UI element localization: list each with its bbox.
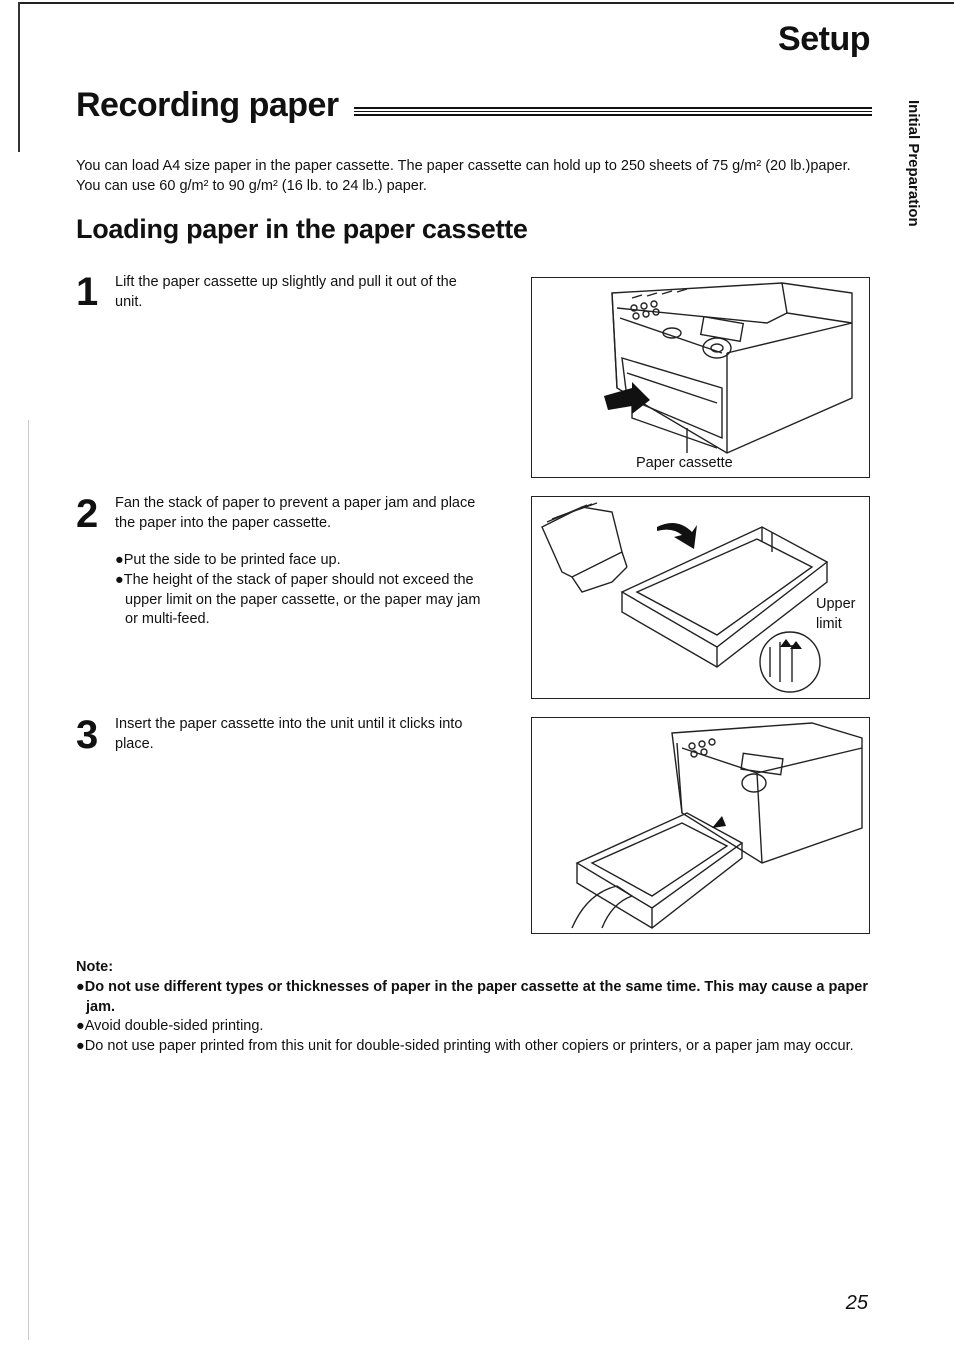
step-2-text: Fan the stack of paper to prevent a pape…	[115, 495, 476, 531]
page-number: 25	[845, 1292, 868, 1314]
fax-pull-cassette-illustration	[604, 282, 853, 454]
step-3-figure	[531, 717, 870, 934]
side-tab-label: Initial Preparation	[905, 100, 922, 227]
step-1-number: 1	[76, 270, 99, 314]
step-2-bullet-1: ●Put the side to be printed face up.	[115, 552, 341, 568]
insert-cassette-illustration	[571, 722, 863, 929]
note-item-1: ●Do not use different types or thickness…	[76, 979, 869, 1015]
note-item-3: ●Do not use paper printed from this unit…	[76, 1038, 854, 1054]
step-2-figure: Upper limit	[531, 496, 870, 699]
note-item-2: ●Avoid double-sided printing.	[76, 1018, 264, 1034]
top-border-rule	[18, 2, 954, 4]
step-1-text: Lift the paper cassette up slightly and …	[115, 274, 457, 310]
step-1-figure: Paper cassette	[531, 277, 870, 478]
note-label: Note:	[76, 959, 114, 975]
step-3-text: Insert the paper cassette into the unit …	[115, 716, 463, 752]
left-border-rule	[18, 2, 20, 152]
left-scan-line	[28, 420, 29, 1340]
header-title: Setup	[778, 20, 870, 58]
step-2-bullet-2: ●The height of the stack of paper should…	[115, 572, 481, 627]
intro-paragraph: You can load A4 size paper in the paper …	[76, 158, 851, 194]
step-3-number: 3	[76, 713, 99, 757]
title-rule-lines	[354, 107, 872, 119]
side-tab: Initial Preparation	[898, 100, 928, 240]
subsection-title: Loading paper in the paper cassette	[76, 214, 528, 244]
step-2-number: 2	[76, 492, 99, 536]
fan-paper-cassette-illustration	[541, 502, 829, 693]
section-title: Recording paper	[76, 86, 339, 124]
step-2-caption-line-1: Upper	[816, 596, 856, 612]
step-2-caption-line-2: limit	[816, 616, 842, 632]
step-1-caption: Paper cassette	[636, 455, 733, 471]
